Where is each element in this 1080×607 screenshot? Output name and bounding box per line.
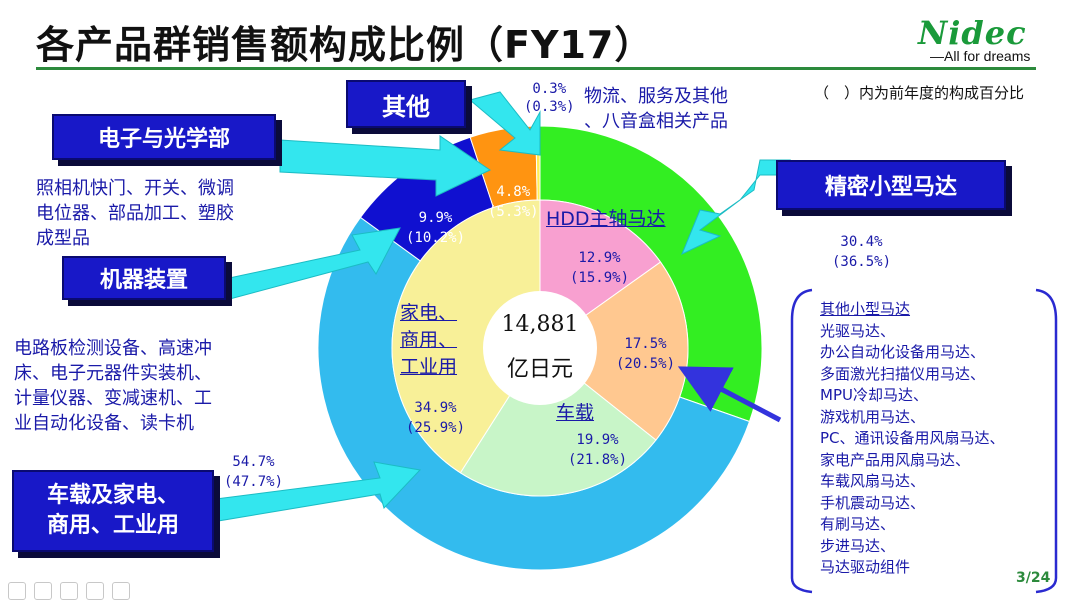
segment-title-hdd: HDD主轴马达 [546,208,666,230]
small-motor-item: PC、通讯设备用风扇马达、 [820,429,1005,447]
pointer-icon[interactable] [8,582,26,600]
inner-ring-slice-2 [459,347,657,497]
label-hdd-prev: (15.9%) [570,270,630,286]
small-motor-item: 家电产品用风扇马达、 [820,450,971,469]
label-other-prev: (0.3%) [524,99,575,115]
label-electronics: 4.8% (5.3%) [488,182,539,222]
callout-auto-home-line1: 车载及家电、 [46,483,179,508]
bracket-left [790,288,813,594]
page-number: 3/24 [1016,570,1051,586]
small-motor-item: 车载风扇马达、 [820,472,926,490]
logo-word: Nidec [918,14,1027,52]
segment-title-home-line3: 工业用 [400,356,458,378]
small-motor-list: 其他小型马达 光驱马达、办公自动化设备用马达、多面激光扫描仪用马达、 MPU冷却马… [820,299,1005,579]
title-divider [36,67,1036,70]
small-motor-item: 光驱马达、 [820,321,896,340]
desc-other-line1: 物流、服务及其他 [584,86,728,107]
small-motor-items: 光驱马达、办公自动化设备用马达、多面激光扫描仪用马达、 MPU冷却马达、游戏机用马… [820,321,1005,579]
label-auto-home: 54.7% (47.7%) [224,452,283,492]
label-machinery-pct: 9.9% [418,210,453,226]
arrow-machinery [219,227,401,301]
desc-electronics-line2: 电位器、部品加工、塑胶 [36,203,234,224]
inner-ring-slice-1 [539,261,689,441]
label-hdd: 12.9% (15.9%) [570,248,629,288]
label-auto: 19.9% (21.8%) [568,430,627,470]
label-home-pct: 34.9% [414,400,457,416]
arrow-auto-home [207,461,422,523]
desc-machinery-line3: 计量仪器、变减速机、工 [14,388,212,409]
desc-other: 物流、服务及其他 、八音盒相关产品 [584,84,728,134]
arrow-other [468,91,541,156]
notes-icon[interactable] [34,582,52,600]
arrow-small-motor [677,366,782,423]
callout-electronics: 电子与光学部 [52,114,276,160]
label-machinery: 9.9% (10.2%) [406,208,465,248]
label-small-motor-pct: 17.5% [624,336,667,352]
small-motor-item: 办公自动化设备用马达、 [820,343,986,361]
desc-electronics-line1: 照相机快门、开关、微调 [36,178,234,199]
label-machinery-prev: (10.2%) [406,230,466,246]
nidec-logo: Nidec —All for dreams [918,14,1030,64]
small-motor-item: 游戏机用马达、 [820,407,926,426]
center-value: 14,881 [501,312,579,337]
label-home-prev: (25.9%) [406,420,466,436]
arrow-electronics [279,135,491,197]
label-precision: 30.4% (36.5%) [832,232,891,272]
desc-electronics-line3: 成型品 [36,228,90,249]
center-unit: 亿日元 [506,357,573,382]
small-motor-item: 马达驱动组件 [820,558,911,576]
label-small-motor: 17.5% (20.5%) [616,334,675,374]
label-electronics-pct: 4.8% [496,184,531,200]
segment-title-home-line1: 家电、 [400,302,458,324]
desc-electronics: 照相机快门、开关、微调 电位器、部品加工、塑胶 成型品 [36,176,234,251]
inner-ring-slice-3 [391,199,541,474]
eraser-icon[interactable] [86,582,104,600]
label-auto-home-pct: 54.7% [232,454,275,470]
desc-machinery-line1: 电路板检测设备、高速冲 [14,338,212,359]
page-title: 各产品群销售额构成比例（FY17） [36,23,654,67]
label-other-pct: 0.3% [532,81,567,97]
small-motor-item: 有刷马达、 [820,515,896,533]
small-motor-item: MPU冷却马达、 [820,386,928,404]
label-small-motor-prev: (20.5%) [616,356,676,372]
segment-title-auto: 车载 [556,402,595,424]
desc-machinery: 电路板检测设备、高速冲 床、电子元器件实装机、 计量仪器、变减速机、工 业自动化… [14,336,212,436]
small-motor-item: 步进马达、 [820,536,896,555]
label-precision-pct: 30.4% [840,234,883,250]
label-electronics-prev: (5.3%) [488,204,539,220]
small-motor-item: 手机震动马达、 [820,493,926,512]
label-auto-home-prev: (47.7%) [224,474,284,490]
label-other: 0.3% (0.3%) [524,80,575,116]
prior-year-note: （ ）内为前年度的构成百分比 [814,84,1025,102]
slide-toolbar[interactable] [8,582,130,600]
bracket-right [1035,288,1058,594]
label-precision-prev: (36.5%) [832,254,892,270]
callout-machinery: 机器装置 [62,256,226,300]
logo-tagline: —All for dreams [930,48,1031,64]
callout-arrows [207,91,791,523]
logo-tagline-text: All for dreams [944,48,1031,64]
label-auto-prev: (21.8%) [568,452,628,468]
cursor-icon[interactable] [112,582,130,600]
callout-auto-home-line2: 商用、工业用 [46,513,179,538]
callout-other: 其他 [346,80,466,128]
label-home: 34.9% (25.9%) [406,398,465,438]
desc-machinery-line2: 床、电子元器件实装机、 [14,363,212,384]
desc-machinery-line4: 业自动化设备、读卡机 [14,413,194,434]
callout-precision: 精密小型马达 [776,160,1006,210]
label-auto-pct: 19.9% [576,432,619,448]
label-hdd-pct: 12.9% [578,250,621,266]
desc-other-line2: 、八音盒相关产品 [584,111,728,132]
pen-icon[interactable] [60,582,78,600]
callout-auto-home: 车载及家电、 商用、工业用 [12,470,214,552]
center-total: 14,881 亿日元 [486,312,594,383]
center-hole [483,291,597,405]
segment-title-home: 家电、 商用、 工业用 [400,300,457,381]
small-motor-item: 多面激光扫描仪用马达、 [820,364,986,383]
small-motor-title: 其他小型马达 [820,300,911,318]
segment-title-home-line2: 商用、 [400,329,458,351]
